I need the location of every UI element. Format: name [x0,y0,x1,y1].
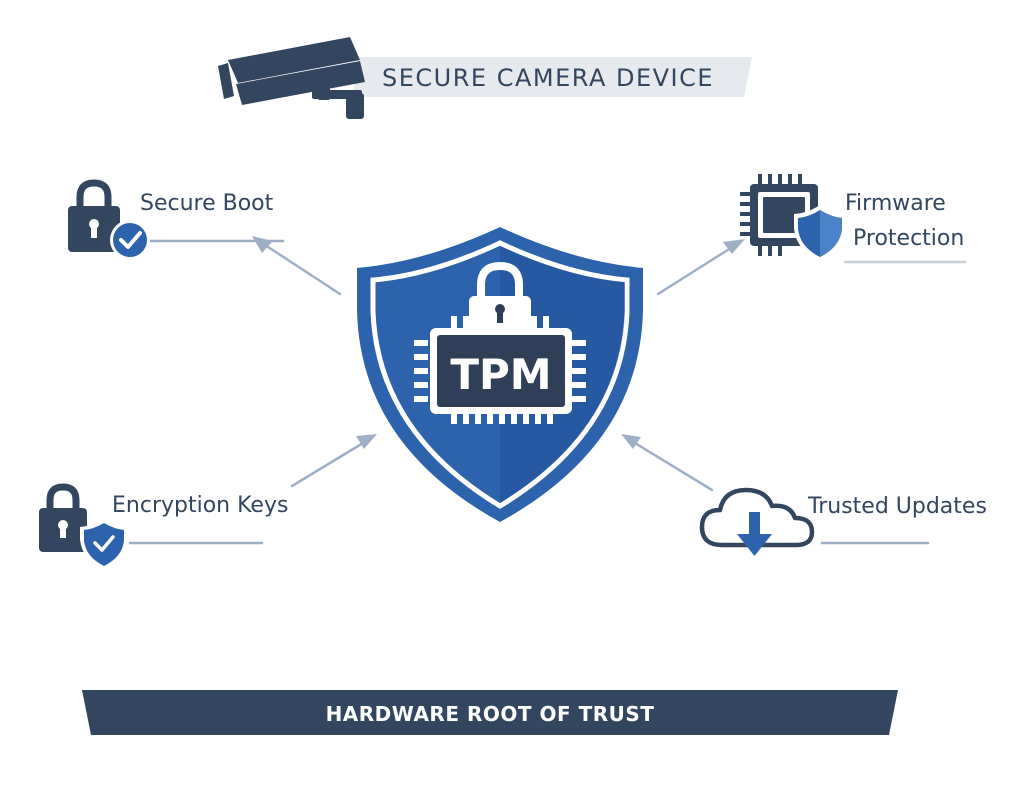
padlock-icon [469,261,531,332]
shield-icon: TPM [357,227,643,522]
arrow-to-firmware [656,244,736,296]
secure-boot-item: Secure Boot [68,179,274,260]
arrowhead-firmware [723,239,745,254]
arrow-from-trusted-updates [628,438,714,492]
header: SECURE CAMERA DEVICE [218,37,752,119]
encryption-keys-item: Encryption Keys [39,483,288,570]
secure-boot-label: Secure Boot [140,191,274,216]
firmware-protection-item: Firmware Protection [740,174,964,262]
shield-icon [80,519,128,570]
arrowhead-encryption [356,434,377,449]
footer-banner-text: HARDWARE ROOT OF TRUST [326,702,655,726]
arrow-from-encryption [290,438,370,488]
arrow-to-secure-boot [260,241,342,296]
footer-banner [82,690,898,735]
header-title: SECURE CAMERA DEVICE [382,64,714,92]
firmware-label-line2: Protection [853,226,964,251]
encryption-keys-label: Encryption Keys [112,493,288,518]
tpm-label: TPM [450,350,551,399]
footer: HARDWARE ROOT OF TRUST [82,690,898,735]
chip-icon [414,316,586,424]
arrowheads [252,236,745,449]
trusted-updates-label: Trusted Updates [807,494,987,519]
arrowhead-trusted-updates [621,434,641,449]
padlock-icon [39,483,87,552]
arrowhead-secure-boot [252,236,273,253]
checkmark-icon [110,220,150,260]
shield-icon [794,205,846,262]
padlock-icon [68,179,120,252]
header-banner [352,57,752,97]
security-camera-icon [218,37,365,119]
cloud-download-icon [699,487,815,556]
trusted-updates-item: Trusted Updates [699,487,987,556]
firmware-label-line1: Firmware [845,191,946,216]
